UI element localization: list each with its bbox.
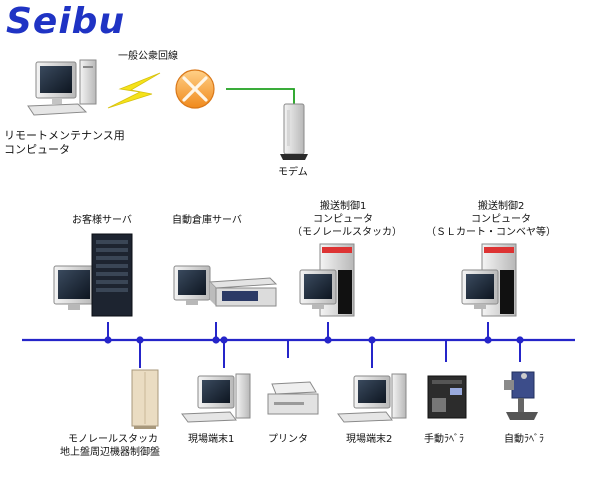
transport-2-label-3: （ＳＬカート・コンベヤ等） [426,227,556,238]
remote-pc-label-2: コンピュータ [4,143,70,156]
public-line-label: 一般公衆回線 [118,51,178,62]
printer-label: プリンタ [268,434,308,445]
printer-icon [267,381,319,415]
transport-1-label-1: 搬送制御1 [320,201,367,212]
monorail-panel-label-2: 地上盤周辺機器制御盤 [60,447,160,458]
auto-labeler-icon [504,371,538,420]
monorail-panel-label-1: モノレールスタッカ [68,434,158,445]
transport-pc-2-icon [461,243,517,317]
remote-pc-icon [27,59,97,116]
auto-labeler-label: 自動ﾗﾍﾞﾗ [504,434,544,445]
transport-1-label-2: コンピュータ [313,214,373,225]
terminal-1-label: 現場端末1 [188,434,235,445]
control-panel-icon [131,369,159,429]
transport-2-label-2: コンピュータ [471,214,531,225]
lan-junctions [104,336,524,344]
seibu-logo: Seibu [6,1,126,42]
lightning-bolt-icon [107,72,161,109]
modem-link-line [226,88,295,104]
transport-1-label-3: （モノレールスタッカ） [292,227,402,238]
line-disconnect-icon [175,69,215,109]
remote-pc-label-1: リモートメンテナンス用 [4,129,125,142]
manual-labeler-label: 手動ﾗﾍﾞﾗ [424,434,464,445]
manual-labeler-icon [427,375,467,419]
customer-server-label: お客様サーバ [72,215,132,226]
terminal-1-icon [181,373,251,423]
modem-icon [280,103,308,160]
warehouse-server-label: 自動倉庫サーバ [172,215,242,226]
terminal-2-icon [337,373,407,423]
modem-label: モデム [278,167,308,178]
lan-drops-down [139,340,521,368]
transport-2-label-1: 搬送制御2 [478,201,525,212]
lan-drops-up [107,322,489,340]
customer-server-icon [53,233,133,317]
transport-pc-1-icon [299,243,355,317]
terminal-2-label: 現場端末2 [346,434,393,445]
warehouse-server-icon [173,265,278,307]
